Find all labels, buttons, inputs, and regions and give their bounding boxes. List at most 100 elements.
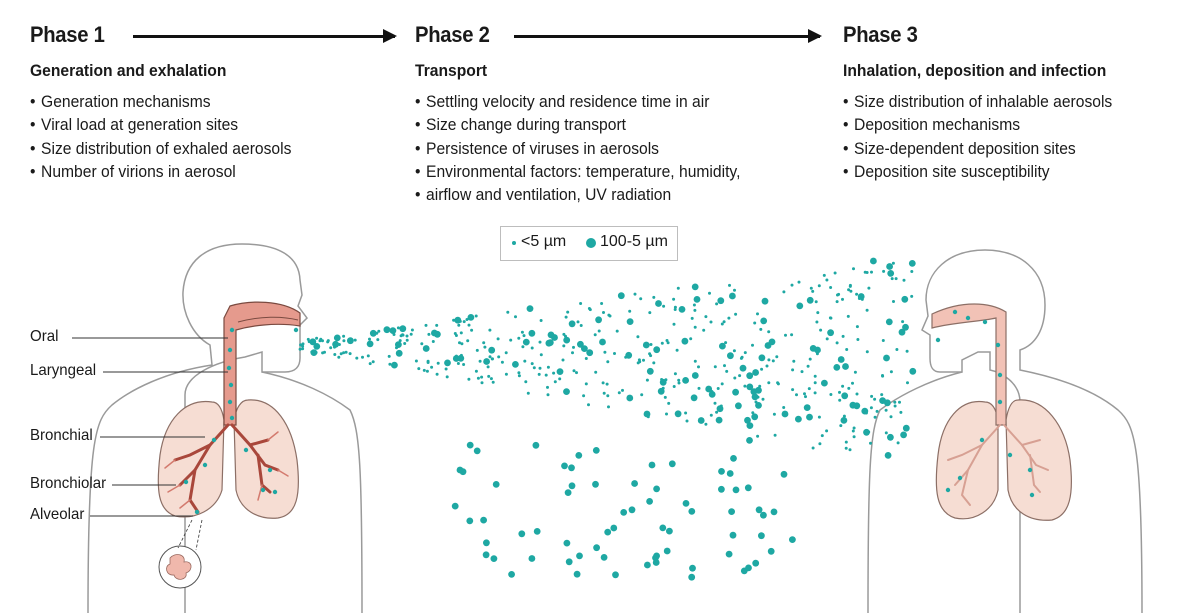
small-particle: [491, 357, 494, 361]
small-particle: [811, 446, 815, 450]
small-particle: [725, 369, 729, 373]
small-particle: [607, 405, 610, 409]
small-particle: [756, 312, 759, 316]
large-particle: [659, 378, 667, 386]
small-particle: [689, 337, 693, 341]
large-particle: [705, 385, 713, 393]
large-particle: [752, 559, 760, 567]
small-particle: [693, 308, 697, 312]
small-particle: [594, 370, 598, 374]
large-particle: [758, 532, 765, 540]
small-particle: [906, 381, 909, 385]
small-particle: [562, 332, 566, 336]
large-particle: [708, 391, 716, 398]
small-particle: [489, 377, 493, 381]
large-particle: [456, 466, 464, 474]
small-particle: [982, 319, 988, 325]
small-particle: [660, 341, 664, 345]
small-particle: [803, 392, 806, 396]
small-particle: [767, 381, 771, 385]
large-particle: [467, 314, 475, 321]
large-particle: [565, 558, 573, 566]
small-particle: [728, 283, 731, 287]
large-particle: [689, 564, 696, 572]
small-particle: [761, 397, 765, 401]
large-particle: [383, 326, 391, 334]
emitter-right-lung: [233, 399, 300, 519]
large-particle: [488, 346, 496, 354]
small-particle: [183, 479, 189, 485]
small-particle: [509, 338, 513, 342]
large-particle: [604, 528, 612, 536]
large-particle: [653, 346, 661, 354]
large-particle: [883, 354, 890, 362]
small-particle: [600, 302, 604, 305]
large-particle: [902, 424, 910, 432]
small-particle: [817, 415, 821, 419]
large-particle: [780, 470, 788, 478]
large-particle: [678, 306, 686, 313]
small-particle: [648, 352, 652, 356]
large-particle: [730, 455, 737, 462]
small-particle: [825, 429, 829, 433]
small-particle: [875, 409, 879, 413]
phase1-subtitle: Generation and exhalation: [30, 61, 227, 80]
small-particle: [708, 291, 711, 295]
small-particle: [532, 366, 536, 370]
phase3-title: Phase 3: [843, 22, 918, 47]
small-particle: [743, 351, 747, 355]
large-particle: [512, 361, 519, 368]
small-particle: [904, 297, 908, 301]
small-particle: [881, 374, 885, 378]
small-particle: [853, 370, 857, 374]
small-particle: [957, 475, 963, 481]
region-label-bronchiolar: Bronchiolar: [30, 475, 107, 492]
small-particle: [530, 362, 534, 366]
small-particle: [228, 382, 234, 388]
large-particle: [466, 441, 474, 449]
small-particle: [615, 329, 619, 333]
small-particle: [791, 368, 795, 372]
large-particle: [718, 468, 725, 475]
small-particle: [865, 308, 869, 312]
small-particle: [497, 355, 501, 359]
small-particle: [544, 373, 548, 377]
small-particle: [851, 429, 855, 433]
large-particle: [900, 431, 907, 439]
small-particle: [727, 316, 731, 320]
small-particle: [530, 346, 534, 350]
small-particle: [965, 315, 971, 321]
small-particle: [353, 338, 357, 342]
small-particle: [855, 292, 859, 296]
large-particle: [727, 352, 734, 360]
small-particle: [734, 312, 738, 316]
small-particle: [760, 367, 764, 371]
small-particle: [889, 415, 893, 419]
small-particle: [856, 338, 860, 341]
small-particle: [460, 342, 464, 346]
small-particle: [844, 440, 848, 444]
small-particle: [452, 318, 456, 322]
small-particle: [814, 300, 818, 304]
small-particle: [377, 329, 381, 333]
small-particle: [602, 391, 606, 395]
small-particle: [564, 315, 568, 319]
region-label-alveolar: Alveolar: [30, 506, 85, 523]
large-particle: [887, 270, 895, 277]
small-particle: [863, 270, 867, 274]
small-particle: [709, 320, 713, 324]
small-particle: [849, 289, 853, 293]
small-particle: [713, 401, 717, 405]
small-particle: [538, 366, 542, 370]
small-particle: [435, 323, 439, 327]
small-particle: [997, 372, 1003, 378]
aerosol-particles: [183, 257, 1035, 581]
small-particle: [800, 370, 804, 374]
large-particle: [691, 283, 699, 291]
small-particle: [514, 315, 517, 319]
large-particle: [833, 364, 841, 371]
small-particle: [795, 393, 798, 397]
large-particle: [789, 536, 796, 543]
small-particle: [684, 411, 688, 415]
small-particle: [677, 381, 681, 385]
